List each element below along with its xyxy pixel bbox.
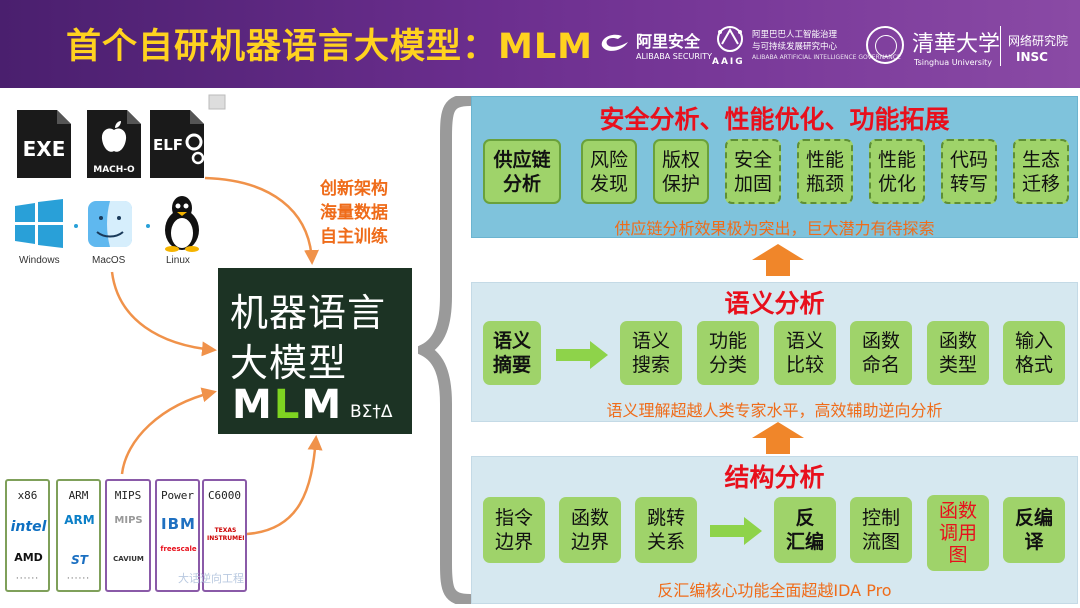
chip-input-format: 输入 格式: [1003, 321, 1065, 385]
watermark-text: 大话逆向工程: [178, 572, 244, 585]
chip-risk-discovery: 风险 发现: [581, 139, 637, 204]
chip-function-classify: 功能 分类: [697, 321, 759, 385]
chip-code-rewrite: 代码 转写: [941, 139, 997, 204]
mlm-line2: 大模型: [230, 341, 348, 385]
mlm-model-box: 机器语言 大模型 MLM BΣ†Δ: [218, 268, 412, 434]
cpu-card-power: Power IBM freescale: [155, 479, 200, 592]
chip-perf-optimize: 性能 优化: [869, 139, 925, 204]
note-innovation: 创新架构: [320, 179, 388, 199]
chip-supply-chain: 供应链 分析: [483, 139, 561, 204]
alibaba-logo-icon: [601, 34, 628, 51]
logo-divider: [1000, 26, 1001, 66]
separator-dot: [74, 224, 78, 228]
chip-control-flow-graph: 控制 流图: [850, 497, 912, 563]
svg-text:EXE: EXE: [23, 137, 66, 161]
macos-label: MacOS: [92, 255, 126, 266]
small-doc-icon: [208, 94, 226, 110]
header-banner: 首个自研机器语言大模型：MLM 阿里安全 ALIBABA SECURITY AA…: [0, 0, 1080, 88]
mlm-line1: 机器语言: [230, 291, 387, 335]
chip-ecosystem-migration: 生态 迁移: [1013, 139, 1069, 204]
panel-semantic-analysis: 语义分析 语义 摘要 语义 搜索 功能 分类 语义 比较 函数 命名 函数 类型…: [471, 282, 1078, 422]
page-title: 首个自研机器语言大模型：MLM: [66, 27, 593, 67]
security-note: 供应链分析效果极为突出，巨大潜力有待探索: [614, 219, 935, 238]
chip-copyright: 版权 保护: [653, 139, 709, 204]
note-massive-data: 海量数据: [320, 203, 388, 223]
structure-title: 结构分析: [724, 463, 825, 492]
mach-o-file-icon: MACH-O: [87, 110, 141, 178]
up-arrow-icon: [752, 244, 804, 276]
panel-security-performance: 安全分析、性能优化、功能拓展 供应链 分析 风险 发现 版权 保护 安全 加固 …: [471, 96, 1078, 238]
chip-disassembly: 反 汇编: [774, 497, 836, 563]
right-arrow-icon: [710, 517, 762, 545]
aaig-logo-icon: [717, 26, 743, 52]
exe-file-icon: EXE: [17, 110, 71, 178]
svg-text:MACH-O: MACH-O: [93, 165, 135, 175]
chip-decompilation: 反编 译: [1003, 497, 1065, 563]
tsinghua-seal-icon: [866, 26, 904, 64]
windows-icon: [15, 199, 63, 248]
semantic-title: 语义分析: [724, 289, 825, 318]
cpu-card-mips: MIPS MIPS CAVIUM: [105, 479, 151, 592]
windows-label: Windows: [19, 255, 60, 266]
chip-perf-bottleneck: 性能 瓶颈: [797, 139, 853, 204]
chip-jump-relation: 跳转 关系: [635, 497, 697, 563]
cpu-card-x86: x86 intel AMD ······: [5, 479, 50, 592]
chip-hardening: 安全 加固: [725, 139, 781, 204]
chip-semantic-search: 语义 搜索: [620, 321, 682, 385]
mlm-name: MLM: [232, 382, 344, 428]
svg-text:ELF: ELF: [153, 136, 183, 154]
macos-finder-icon: [88, 201, 132, 247]
chip-function-type: 函数 类型: [927, 321, 989, 385]
cpu-card-c6000: C6000 TEXAS INSTRUMENTS: [202, 479, 247, 592]
chip-semantic-summary: 语义 摘要: [483, 321, 541, 385]
semantic-note: 语义理解超越人类专家水平，高效辅助逆向分析: [606, 401, 943, 420]
mlm-beta-label: BΣ†Δ: [350, 402, 393, 422]
up-arrow-icon: [752, 422, 804, 454]
structure-note: 反汇编核心功能全面超越IDA Pro: [657, 581, 892, 600]
chip-function-naming: 函数 命名: [850, 321, 912, 385]
security-title: 安全分析、性能优化、功能拓展: [599, 105, 950, 134]
chip-function-boundary: 函数 边界: [559, 497, 621, 563]
grouping-brace: [418, 96, 476, 604]
note-self-training: 自主训练: [320, 227, 388, 247]
chip-instruction-boundary: 指令 边界: [483, 497, 545, 563]
separator-dot: [146, 224, 150, 228]
chip-call-graph: 函数 调用 图: [927, 495, 989, 571]
chip-semantic-compare: 语义 比较: [774, 321, 836, 385]
cpu-card-arm: ARM ARM ST ······: [56, 479, 101, 592]
linux-tux-icon: [165, 196, 199, 252]
panel-structure-analysis: 结构分析 指令 边界 函数 边界 跳转 关系 反 汇编 控制 流图 函数 调用 …: [471, 456, 1078, 604]
right-arrow-icon: [556, 341, 608, 369]
elf-file-icon: ELF: [150, 110, 205, 178]
linux-label: Linux: [166, 255, 190, 266]
